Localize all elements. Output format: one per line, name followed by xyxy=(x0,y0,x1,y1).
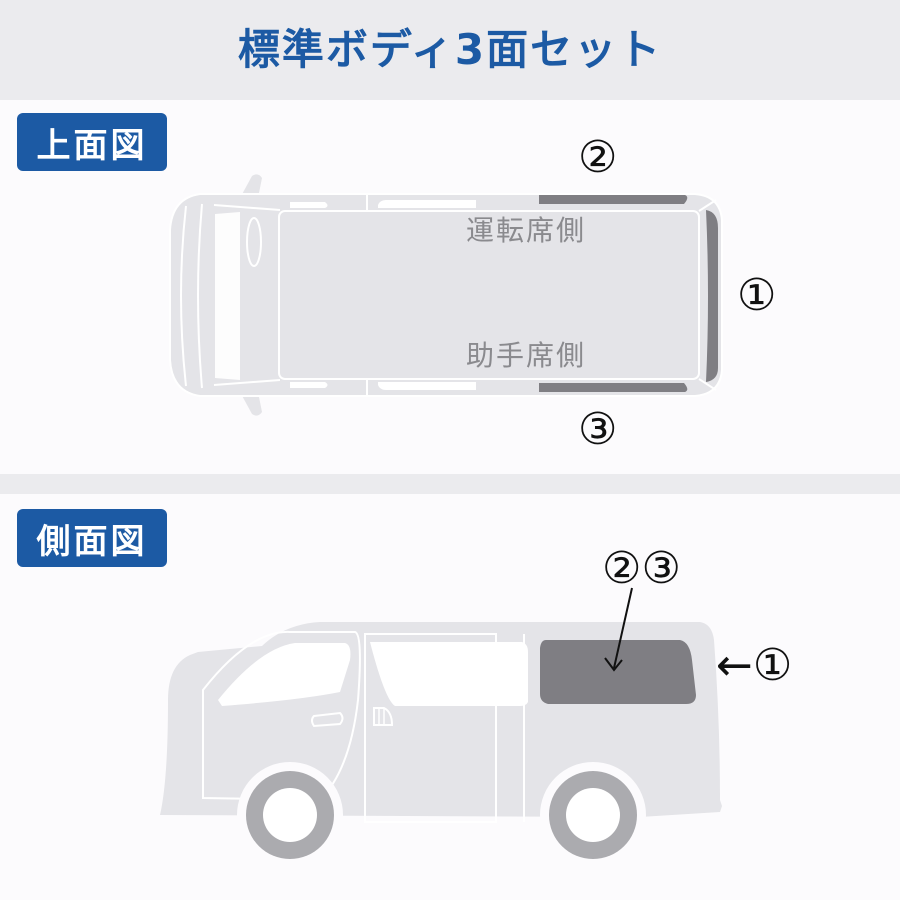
film-rear xyxy=(706,210,718,382)
side-view-badge: 側面図 xyxy=(17,509,167,567)
page-title: 標準ボディ3面セット xyxy=(237,25,663,74)
marker-3-top: ③ xyxy=(578,404,618,455)
film-driver-side xyxy=(539,195,688,204)
marker-1-side: ←① xyxy=(716,640,793,691)
marker-2-top: ② xyxy=(578,132,618,183)
driver-side-label: 運転席側 xyxy=(466,214,587,247)
film-side-rear-window xyxy=(540,640,696,704)
top-view-badge: 上面図 xyxy=(17,113,167,171)
mirror-right-icon xyxy=(240,392,262,416)
header-band xyxy=(0,0,900,100)
section-separator xyxy=(0,474,900,494)
passenger-side-label: 助手席側 xyxy=(466,339,587,372)
roof-panel xyxy=(278,210,700,380)
arrow-to-window-icon xyxy=(613,587,633,669)
film-passenger-side xyxy=(539,383,688,392)
marker-1-top: ① xyxy=(737,270,777,321)
mirror-left-icon xyxy=(240,174,262,198)
marker-2-3-side: ②③ xyxy=(602,543,681,594)
